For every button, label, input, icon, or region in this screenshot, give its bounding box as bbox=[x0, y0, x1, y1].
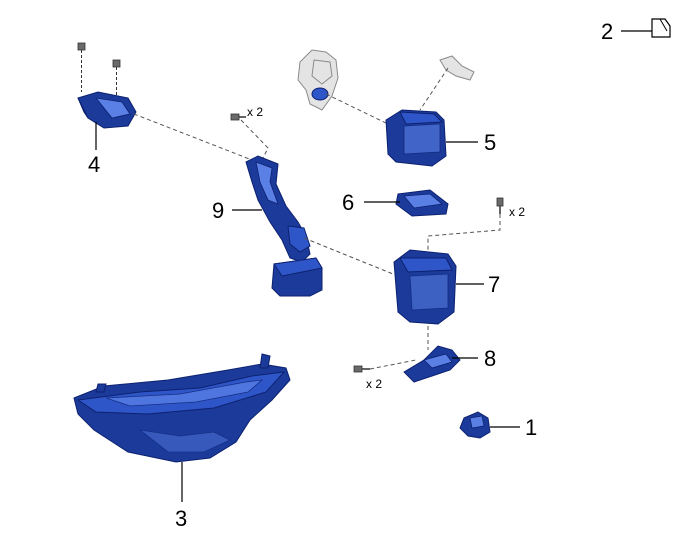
dash-5-hose bbox=[325, 93, 389, 125]
part-9-duct bbox=[245, 155, 323, 297]
bolt-4a-icon bbox=[77, 42, 86, 92]
part-1-actuator bbox=[459, 411, 491, 439]
dash-4-to-9 bbox=[133, 113, 253, 161]
part-2-label-icon bbox=[651, 18, 671, 38]
qty-9: x 2 bbox=[247, 105, 263, 119]
qty-8: x 2 bbox=[366, 377, 382, 391]
callout-3: 3 bbox=[175, 506, 187, 531]
bolt-4b-icon bbox=[112, 59, 121, 108]
part-4-bracket bbox=[77, 91, 137, 129]
part-7-intake-box bbox=[393, 249, 457, 325]
bolt-7-icon bbox=[496, 197, 504, 214]
dash-5-connector bbox=[419, 67, 449, 111]
dash-9-bolt bbox=[240, 119, 269, 161]
part-3-headlamp-assembly bbox=[73, 353, 291, 463]
callout-7: 7 bbox=[488, 272, 500, 297]
callout-1: 1 bbox=[525, 415, 537, 440]
callout-9: 9 bbox=[212, 198, 224, 223]
dash-9-to-7 bbox=[303, 237, 399, 277]
reference-hose-part bbox=[297, 49, 339, 111]
part-6-filter bbox=[395, 189, 449, 217]
bolt-8-icon bbox=[353, 365, 370, 373]
callout-4: 4 bbox=[88, 152, 100, 177]
bolt-9-icon bbox=[230, 113, 246, 121]
part-8-bracket bbox=[403, 345, 461, 383]
reference-connector-part bbox=[439, 55, 475, 81]
callout-6: 6 bbox=[342, 190, 354, 215]
callout-8: 8 bbox=[484, 346, 496, 371]
dash-7-bolt bbox=[427, 214, 501, 262]
callout-2: 2 bbox=[601, 19, 613, 44]
dash-8-bolt bbox=[369, 359, 417, 370]
part-5-intake-box bbox=[385, 109, 447, 167]
qty-7: x 2 bbox=[509, 205, 525, 219]
callout-5: 5 bbox=[484, 130, 496, 155]
